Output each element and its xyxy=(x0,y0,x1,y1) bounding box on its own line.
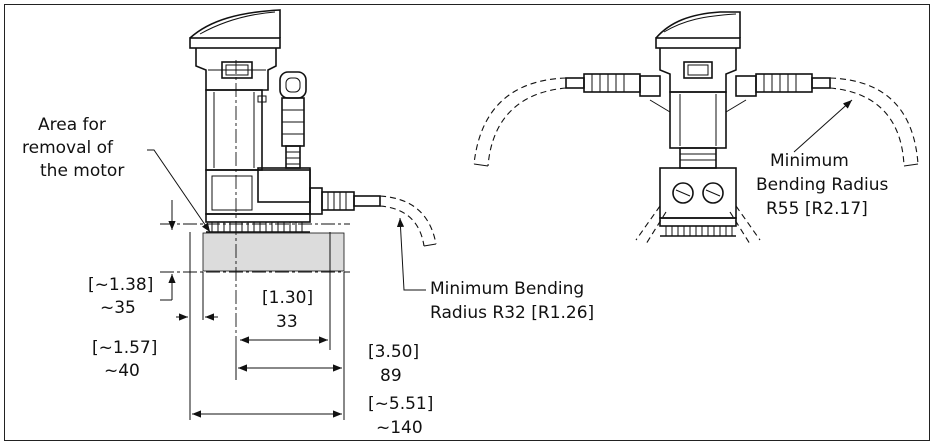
dim-label-3-50-in: [3.50] xyxy=(368,342,419,362)
motor-removal-area xyxy=(202,232,345,272)
dim-label-5-51-mm: ~140 xyxy=(376,418,423,438)
dim-label-1-38-in: [~1.38] xyxy=(88,275,153,295)
dim-label-1-57-in: [~1.57] xyxy=(92,338,157,358)
dim-label-1-57-mm: ~40 xyxy=(104,361,140,381)
side-view xyxy=(147,9,437,420)
dim-label-5-51-in: [~5.51] xyxy=(368,394,433,414)
area-label-line3: the motor xyxy=(40,161,124,181)
bend-small-label-line2: Radius R32 [R1.26] xyxy=(430,303,594,323)
dim-label-1-38-mm: ~35 xyxy=(100,298,136,318)
dim-label-3-50-mm: 89 xyxy=(380,366,402,386)
bend-large-label-line1: Minimum xyxy=(770,151,849,171)
bend-small-label-line1: Minimum Bending xyxy=(430,279,584,299)
drawing-frame xyxy=(4,4,930,441)
front-view xyxy=(473,11,919,245)
dim-label-1-30-mm: 33 xyxy=(276,312,298,332)
dim-label-1-30-in: [1.30] xyxy=(262,288,313,308)
area-label-line1: Area for xyxy=(38,115,106,135)
bend-large-label-line3: R55 [R2.17] xyxy=(766,199,868,219)
bend-large-label-line2: Bending Radius xyxy=(756,175,889,195)
area-label-line2: removal of xyxy=(22,138,114,158)
